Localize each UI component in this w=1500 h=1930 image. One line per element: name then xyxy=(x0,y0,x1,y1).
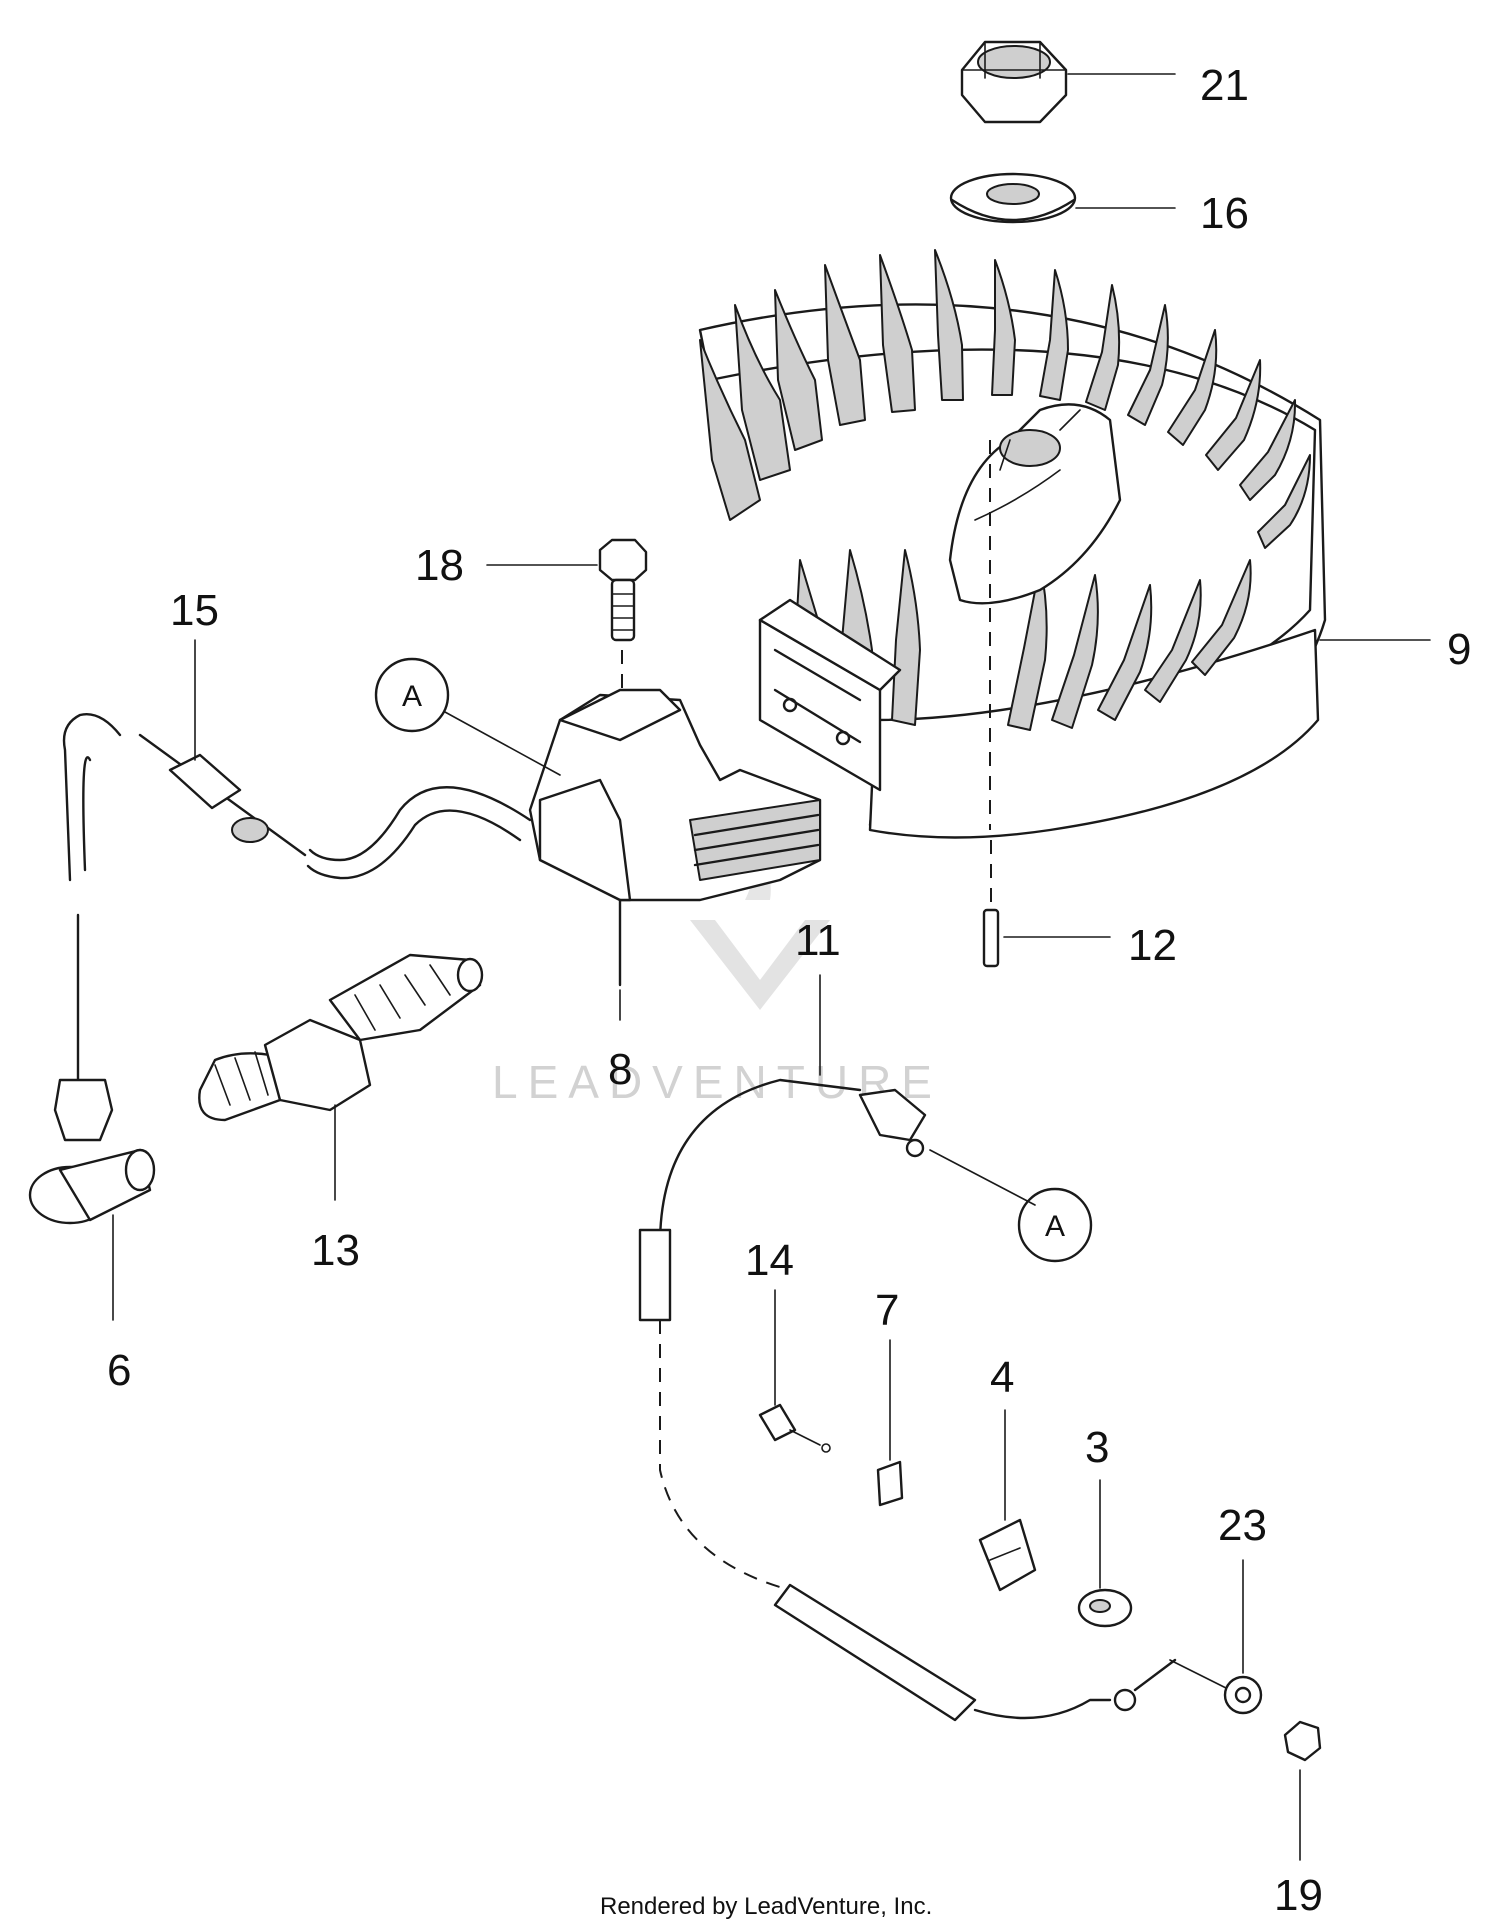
callouts: 21 16 9 18 15 8 11 12 13 6 14 7 4 3 23 1… xyxy=(107,61,1471,1920)
part-14-clip xyxy=(758,1289,831,1453)
callout-11: 11 xyxy=(795,916,841,965)
ref-a-top: A xyxy=(374,657,561,776)
callout-21: 21 xyxy=(1200,61,1249,110)
ref-a-bottom-label: A xyxy=(1045,1210,1065,1243)
part-12-key xyxy=(982,840,1111,968)
callout-16: 16 xyxy=(1200,189,1249,238)
part-4-grommet xyxy=(978,1409,1037,1592)
part-15-lead xyxy=(62,639,532,882)
part-23-washer xyxy=(1223,1559,1263,1715)
part-9-flywheel xyxy=(698,249,1431,839)
part-18-screw xyxy=(486,538,648,695)
part-21-nut xyxy=(960,40,1176,124)
part-3-switch xyxy=(1077,1479,1133,1628)
part-11-stop-wire xyxy=(638,974,1231,1722)
callout-3: 3 xyxy=(1085,1423,1109,1472)
callout-8: 8 xyxy=(608,1045,632,1094)
callout-12: 12 xyxy=(1128,921,1177,970)
callout-18: 18 xyxy=(415,541,464,590)
part-16-washer xyxy=(949,172,1176,224)
footer-credit: Rendered by LeadVenture, Inc. xyxy=(600,1893,932,1920)
callout-4: 4 xyxy=(990,1353,1014,1402)
ref-a-bottom: A xyxy=(1017,1187,1093,1263)
ref-a-top-label: A xyxy=(402,680,422,713)
flywheel-magnet xyxy=(758,598,902,792)
part-7-terminal xyxy=(876,1339,904,1507)
part-6-plug-boot xyxy=(28,913,156,1321)
part-8-ignition-coil xyxy=(528,688,822,1021)
flywheel-hub xyxy=(948,403,1122,605)
watermark-text: LEADVENTURE xyxy=(492,1056,942,1108)
callout-23: 23 xyxy=(1218,1501,1267,1550)
callout-9: 9 xyxy=(1447,625,1471,674)
callout-19: 19 xyxy=(1274,1871,1323,1920)
callout-6: 6 xyxy=(107,1346,131,1395)
watermark-logo-icon xyxy=(690,920,830,1010)
watermark: LEADVENTURE xyxy=(492,845,942,1108)
part-19-nut xyxy=(1283,1720,1322,1861)
callout-14: 14 xyxy=(745,1236,794,1285)
callout-15: 15 xyxy=(170,586,219,635)
callout-7: 7 xyxy=(875,1286,899,1335)
part-13-spark-plug xyxy=(198,953,484,1201)
callout-13: 13 xyxy=(311,1226,360,1275)
